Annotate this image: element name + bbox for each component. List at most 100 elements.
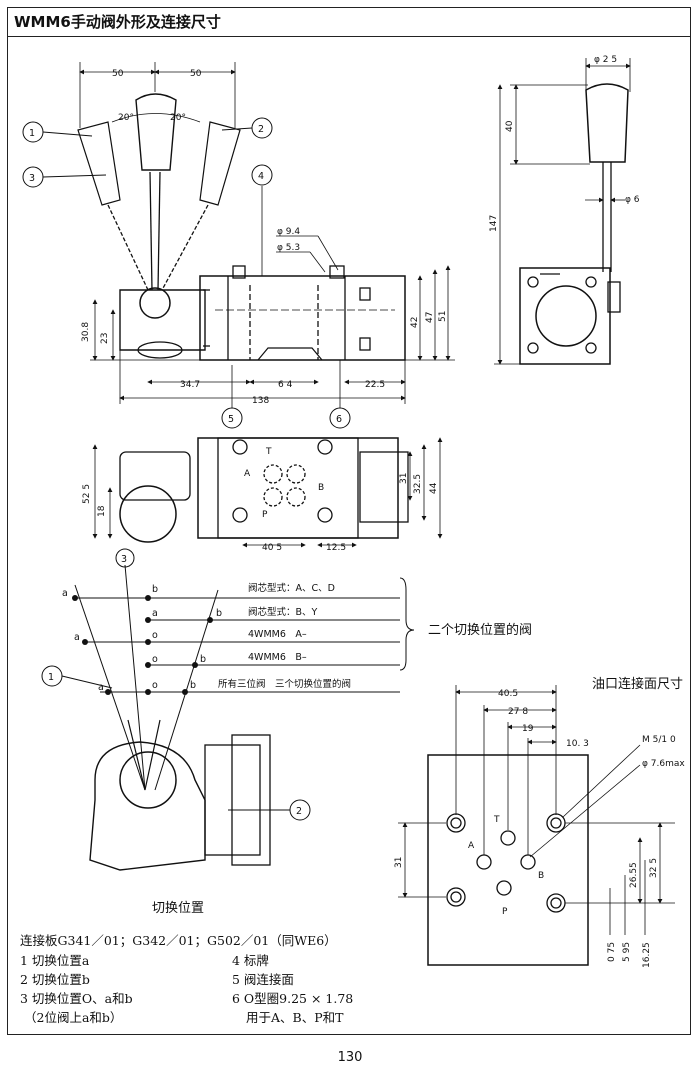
svg-text:5 95: 5 95: [622, 942, 632, 962]
top-view-dimensions: [92, 437, 443, 548]
svg-text:52 5: 52 5: [82, 484, 92, 504]
svg-text:31: 31: [399, 473, 409, 484]
port-face-dim-labels: 油口连接面尺寸 40.5 27 8 19 10. 3 M 5/1 0 φ 7.6…: [394, 676, 685, 968]
svg-text:P: P: [502, 907, 508, 917]
dim-phi-5-3: φ 5.3: [277, 243, 300, 253]
svg-text:2: 2: [296, 806, 302, 817]
positions-diagram: [41, 548, 415, 871]
diagram-callout-3: [115, 548, 135, 568]
dim-top-right: 50: [190, 69, 202, 79]
positions-caption: 切换位置: [152, 901, 204, 916]
svg-text:31: 31: [394, 857, 404, 868]
title-bar: [7, 7, 691, 37]
legend-item-4: 4 标牌: [232, 953, 269, 968]
side-view-dim-labels: φ 2 5 40 φ 6 147: [489, 55, 640, 232]
page-title: WMM6手动阀外形及连接尺寸: [14, 13, 221, 31]
side-view: [519, 83, 629, 365]
dim-top-left: 50: [112, 69, 124, 79]
svg-text:44: 44: [429, 482, 439, 494]
row-spool-by: 阀芯型式：B、Y: [248, 606, 318, 618]
port-B: B: [318, 483, 324, 493]
port-face-title: 油口连接面尺寸: [592, 676, 683, 692]
legend-item-1: 1 切换位置a: [20, 953, 90, 968]
svg-text:T: T: [493, 815, 500, 825]
dim-64: 6 4: [278, 380, 293, 390]
port-face-dimensions: [398, 685, 675, 935]
svg-text:o: o: [152, 630, 158, 641]
dim-42: 42: [410, 317, 420, 328]
svg-text:5: 5: [228, 414, 234, 425]
port-T: T: [265, 447, 272, 457]
dim-phi-max: φ 7.6max: [642, 759, 685, 769]
svg-text:10. 3: 10. 3: [566, 739, 589, 749]
dim-phi-6: φ 6: [625, 195, 640, 205]
callout-4: [251, 164, 273, 186]
dim-47: 47: [425, 312, 435, 323]
dim-138: 138: [252, 396, 269, 406]
positions-dots: [72, 595, 213, 695]
svg-text:b: b: [216, 608, 222, 619]
legend-item-3: 3 切换位置O、a和b: [20, 991, 133, 1006]
svg-text:3: 3: [121, 554, 127, 565]
svg-text:b: b: [190, 680, 196, 691]
brace-label: 二个切换位置的阀: [428, 622, 532, 638]
svg-text:40 5: 40 5: [262, 543, 282, 553]
svg-text:B: B: [538, 871, 544, 881]
positions-rows: 阀芯型式：A、C、D 阀芯型式：B、Y 4WMM6 A– 4WMM6 B– 所有…: [218, 582, 351, 690]
svg-text:a: a: [62, 588, 68, 599]
svg-text:19: 19: [522, 724, 534, 734]
svg-text:32 5: 32 5: [649, 858, 659, 878]
dim-angle-right: 20°: [170, 113, 186, 123]
svg-text:6: 6: [336, 414, 342, 425]
svg-text:a: a: [152, 608, 158, 619]
callouts: [22, 117, 351, 429]
svg-text:2: 2: [258, 124, 264, 135]
svg-text:26.55: 26.55: [629, 862, 639, 888]
svg-text:27 8: 27 8: [508, 707, 528, 717]
page-frame: [7, 7, 691, 1035]
svg-text:1: 1: [29, 128, 35, 139]
top-view-dim-labels: 52 5 18 31 32.5 44 40 5 12.5 T A B P: [82, 447, 439, 553]
port-P: P: [262, 510, 268, 520]
svg-text:40.5: 40.5: [498, 689, 518, 699]
row-4wmm6-a: 4WMM6 A–: [248, 629, 307, 640]
dim-147: 147: [489, 215, 499, 232]
front-view-dim-labels: 50 50 20° 20° 30.8 23 42 47 51 34.7 6 4 …: [81, 69, 448, 406]
svg-text:o: o: [152, 654, 158, 665]
page-number: 130: [337, 1050, 363, 1065]
svg-text:b: b: [200, 654, 206, 665]
svg-text:16.25: 16.25: [642, 942, 652, 968]
dim-thread: M 5/1 0: [642, 735, 676, 745]
svg-text:A: A: [468, 841, 475, 851]
dim-30-8: 30.8: [81, 322, 91, 342]
legend-header: 连接板G341／01；G342／01；G502／01（同WE6）: [20, 933, 337, 948]
top-view: [119, 437, 409, 543]
row-4wmm6-b: 4WMM6 B–: [248, 652, 307, 663]
row-spool-acd: 阀芯型式：A、C、D: [248, 582, 335, 594]
svg-text:18: 18: [97, 505, 107, 517]
front-view-dimensions: [79, 62, 455, 408]
port-A: A: [244, 469, 251, 479]
svg-text:12.5: 12.5: [326, 543, 346, 553]
callout-6: [329, 407, 351, 429]
positions-letters: a b a b a o o b a o b 3 1 2: [48, 554, 302, 817]
dim-22-5: 22.5: [365, 380, 385, 390]
svg-text:a: a: [98, 682, 104, 693]
technical-drawing: 50 50 20° 20° 30.8 23 42 47 51 34.7 6 4 …: [22, 55, 685, 968]
dim-phi-9-4: φ 9.4: [277, 227, 300, 237]
svg-text:b: b: [152, 584, 158, 595]
dim-phi-25: φ 2 5: [594, 55, 617, 65]
side-view-dimensions: [494, 58, 631, 365]
legend-item-3-note: （2位阀上a和b）: [24, 1010, 123, 1025]
svg-text:4: 4: [258, 171, 264, 182]
svg-text:1: 1: [48, 672, 54, 683]
svg-text:a: a: [74, 632, 80, 643]
svg-text:o: o: [152, 680, 158, 691]
legend-item-6-note: 用于A、B、P和T: [246, 1010, 344, 1025]
legend-item-5: 5 阀连接面: [232, 972, 294, 987]
row-three-position: 所有三位阀 三个切换位置的阀: [218, 678, 351, 690]
dim-51: 51: [438, 311, 448, 322]
dim-34-7: 34.7: [180, 380, 200, 390]
legend-item-2: 2 切换位置b: [20, 972, 90, 987]
legend-item-6: 6 O型圈9.25 × 1.78: [232, 991, 354, 1006]
